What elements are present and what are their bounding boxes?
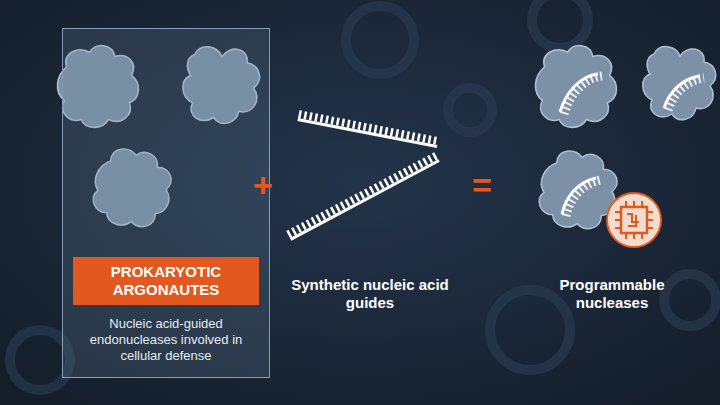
chip-icon (607, 193, 661, 247)
group-panel: Nucleic acid-guided endonucleases involv… (62, 28, 270, 378)
equals-sign: = (462, 168, 502, 202)
plus-sign: + (243, 168, 283, 202)
caption-text: Synthetic nucleic acid guides (275, 276, 465, 312)
tag-text: PROKARYOTIC ARGONAUTES (81, 263, 251, 299)
title-tag: PROKARYOTIC ARGONAUTES (73, 257, 259, 305)
description-text: Nucleic acid-guided endonucleases involv… (73, 316, 259, 364)
guide-strand (288, 114, 440, 241)
caption-text: Programmable nucleases (527, 276, 697, 312)
